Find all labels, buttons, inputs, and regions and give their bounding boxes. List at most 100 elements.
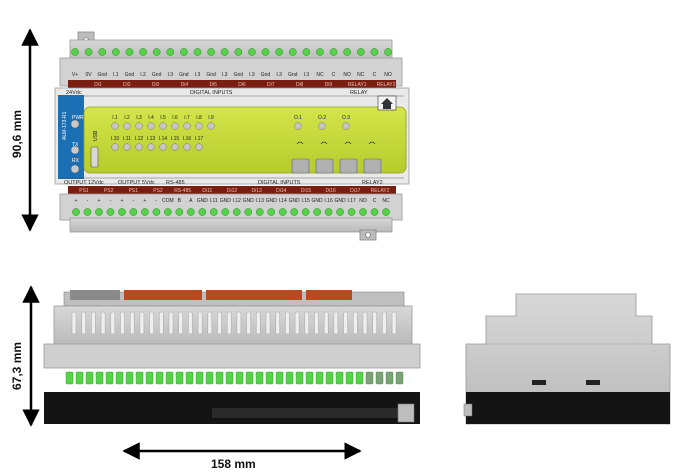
vent-slot bbox=[110, 311, 116, 335]
label-rs485: RS-485 bbox=[166, 180, 185, 186]
input-led-label: I.9 bbox=[208, 115, 214, 121]
terminal-screw bbox=[180, 48, 188, 56]
label-24vdc: 24Vdc bbox=[66, 90, 82, 96]
button-icon bbox=[296, 141, 304, 145]
terminal-screw bbox=[186, 208, 195, 216]
terminal-label: GND bbox=[220, 198, 232, 204]
terminal-screw bbox=[347, 208, 356, 216]
output-led bbox=[294, 122, 302, 130]
push-button[interactable] bbox=[291, 158, 310, 174]
vent-slot bbox=[382, 311, 387, 335]
control-buttons bbox=[291, 141, 382, 174]
terminal-label: I.12 bbox=[233, 198, 242, 204]
terminal-screw bbox=[175, 208, 184, 216]
terminal-label: I.3 bbox=[167, 72, 173, 78]
status-led-pwr: PWR bbox=[70, 115, 84, 129]
terminal-label: Gnd bbox=[97, 72, 107, 78]
label-relay2-bottom: RELAY2 bbox=[362, 180, 383, 186]
terminal-label: Gnd bbox=[125, 72, 135, 78]
input-led-label: I.5 bbox=[160, 115, 166, 121]
vent-slot bbox=[120, 311, 125, 335]
vent-slot bbox=[168, 311, 174, 335]
green-terminal bbox=[325, 371, 334, 385]
terminal-screw bbox=[111, 48, 120, 56]
green-terminal bbox=[105, 371, 114, 385]
green-terminal bbox=[345, 371, 354, 385]
orange-connector bbox=[124, 290, 202, 300]
vent-slot bbox=[246, 311, 251, 335]
group-label: PS2 bbox=[104, 188, 114, 194]
terminal-screw bbox=[278, 208, 287, 216]
terminal-label: NO bbox=[359, 198, 367, 204]
input-led-label: I.3 bbox=[136, 115, 142, 121]
terminal-label: - bbox=[156, 198, 158, 204]
green-terminal bbox=[85, 371, 94, 385]
terminal-label: 0V bbox=[86, 72, 93, 78]
terminal-screw bbox=[301, 208, 310, 216]
terminal-screw bbox=[106, 208, 115, 216]
terminal-label: NC bbox=[357, 72, 365, 78]
vent-slot bbox=[159, 311, 164, 335]
green-terminal bbox=[165, 371, 174, 385]
long-side-view bbox=[43, 290, 421, 424]
group-label: Di13 bbox=[252, 188, 263, 194]
terminal-label: B bbox=[178, 198, 182, 204]
green-terminal bbox=[395, 371, 404, 385]
input-led bbox=[171, 122, 179, 130]
vent-slot bbox=[256, 311, 261, 335]
group-label: Di1 bbox=[94, 82, 102, 88]
terminal-label: NC bbox=[382, 198, 390, 204]
terminal-screw bbox=[244, 208, 253, 216]
input-led bbox=[123, 122, 131, 130]
green-terminal bbox=[355, 371, 364, 385]
green-terminal bbox=[175, 371, 184, 385]
svg-text:PWR: PWR bbox=[72, 115, 84, 121]
input-led bbox=[195, 122, 203, 130]
lcd-panel bbox=[83, 106, 407, 174]
green-terminal bbox=[195, 371, 204, 385]
terminal-label: V+ bbox=[72, 72, 78, 78]
terminal-screw bbox=[221, 208, 230, 216]
input-led-label: I.4 bbox=[148, 115, 154, 121]
group-label: Di6 bbox=[238, 82, 246, 88]
button-icon bbox=[368, 141, 376, 145]
svg-text:USB: USB bbox=[93, 130, 99, 141]
terminal-screw bbox=[370, 208, 379, 216]
terminal-label: I.11 bbox=[210, 198, 218, 204]
vent-slot bbox=[100, 311, 106, 335]
terminal-label: + bbox=[120, 198, 123, 204]
terminal-screw bbox=[166, 48, 175, 56]
terminal-label: I.3 bbox=[276, 72, 282, 78]
terminal-screw bbox=[255, 208, 264, 216]
terminal-label: - bbox=[87, 198, 89, 204]
push-button[interactable] bbox=[315, 158, 334, 174]
input-led bbox=[135, 122, 143, 130]
green-terminal bbox=[365, 371, 374, 385]
terminal-screw bbox=[275, 48, 283, 56]
terminal-screw bbox=[370, 48, 379, 56]
push-button[interactable] bbox=[339, 158, 358, 174]
green-terminal bbox=[115, 371, 124, 385]
bottom-terminal-holes bbox=[72, 208, 390, 216]
group-label: PS1 bbox=[79, 188, 89, 194]
input-led bbox=[183, 143, 191, 151]
input-led-label: I.7 bbox=[184, 115, 190, 121]
terminal-label: I.3 bbox=[304, 72, 310, 78]
usb-port[interactable]: USB bbox=[90, 130, 99, 168]
green-terminal bbox=[135, 371, 144, 385]
terminal-label: Gnd bbox=[234, 72, 244, 78]
push-button[interactable] bbox=[363, 158, 382, 174]
orange-connector bbox=[206, 290, 302, 300]
terminal-screw bbox=[139, 48, 147, 56]
terminal-label: C bbox=[373, 72, 377, 78]
side-panel bbox=[58, 95, 84, 179]
input-led-label: I.2 bbox=[124, 115, 130, 121]
terminal-label: NO bbox=[384, 72, 392, 78]
terminal-label: GND bbox=[335, 198, 347, 204]
terminal-screw bbox=[125, 48, 134, 56]
